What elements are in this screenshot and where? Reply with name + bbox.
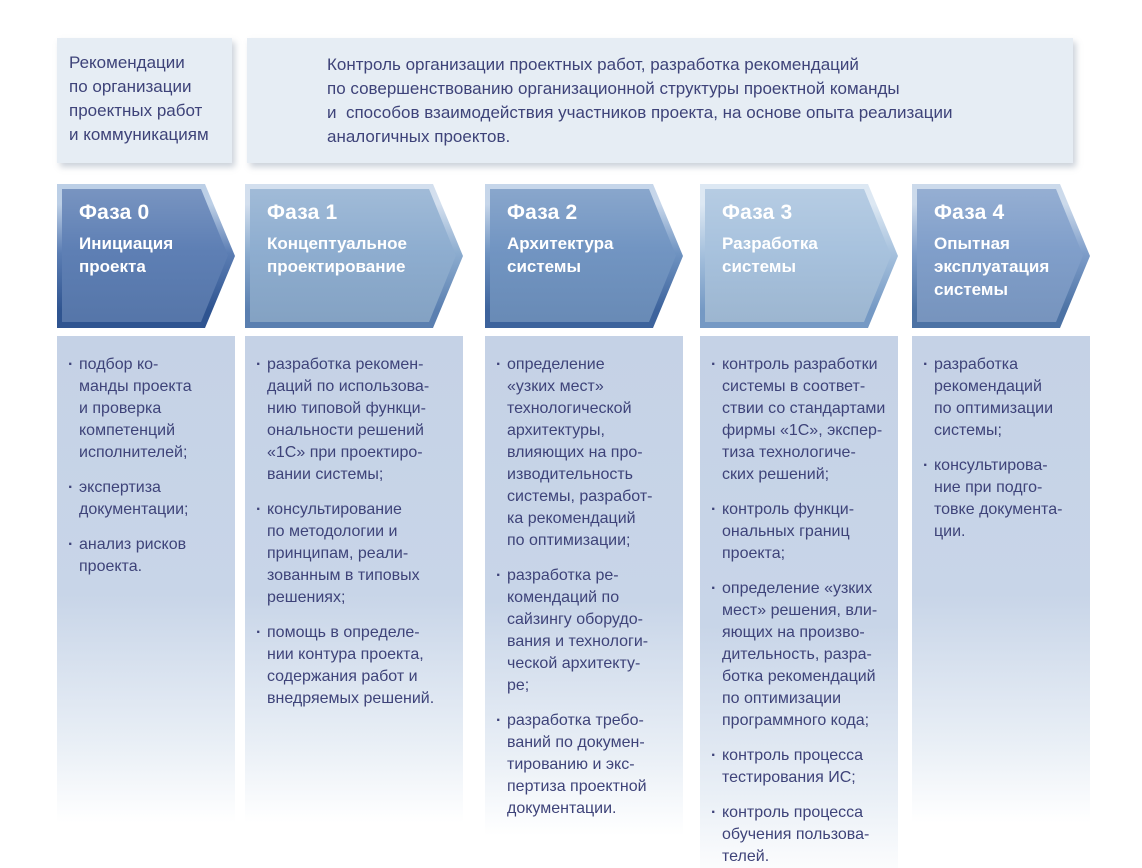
phase-2-arrow: Фаза 2 Архитектура системы [485, 184, 683, 328]
phase-4-arrow: Фаза 4 Опытная эксплуатация системы [912, 184, 1090, 328]
bullet-text: разработка ре- комендаций по сайзингу об… [507, 567, 649, 694]
phase-2-column: Фаза 2 Архитектура системы · определение… [485, 184, 683, 868]
bullet-dot: · [68, 479, 74, 496]
phase-1-column: Фаза 1 Концептуальное проектирование · р… [245, 184, 463, 868]
bullet-dot: · [496, 356, 502, 373]
bullet-text: подбор ко- манды проекта и проверка комп… [79, 356, 192, 461]
phase-2-arrow-face: Фаза 2 Архитектура системы [490, 189, 676, 322]
phase-1-arrow-face: Фаза 1 Концептуальное проектирование [250, 189, 456, 322]
bullet-item: · определение «узких мест» решения, вли-… [710, 578, 892, 732]
bullet-dot: · [711, 580, 717, 597]
bullet-dot: · [68, 536, 74, 553]
phase-4-name: Опытная эксплуатация системы [934, 234, 1050, 299]
bullet-dot: · [711, 804, 717, 821]
bullet-text: определение «узких мест» решения, вли- я… [722, 580, 878, 729]
bullet-dot: · [256, 501, 262, 518]
bullet-item: · анализ рисков проекта. [67, 534, 229, 578]
bullet-text: контроль разработки системы в соответ- с… [722, 356, 886, 483]
phase-4-column: Фаза 4 Опытная эксплуатация системы · ра… [912, 184, 1090, 868]
bullet-item: · экспертиза документации; [67, 477, 229, 521]
bullet-text: консультирование по методологии и принци… [267, 501, 420, 606]
phase-0-column: Фаза 0 Инициация проекта · подбор ко- ма… [57, 184, 235, 868]
bullet-dot: · [496, 567, 502, 584]
phase-2-name: Архитектура системы [507, 234, 614, 276]
phase-3-name: Разработка системы [722, 234, 818, 276]
bullet-text: контроль процесса тестирования ИС; [722, 747, 864, 786]
bullet-item: · контроль функци- ональных границ проек… [710, 499, 892, 565]
bullet-text: контроль процесса обучения пользова- тел… [722, 804, 870, 865]
bullet-dot: · [256, 624, 262, 641]
bullet-dot: · [256, 356, 262, 373]
bullet-item: · разработка рекомендаций по оптимизации… [922, 354, 1084, 442]
bullet-text: помощь в определе- нии контура проекта, … [267, 624, 435, 707]
bullet-dot: · [68, 356, 74, 373]
bullet-text: разработка требо- ваний по докумен- тиро… [507, 712, 647, 817]
bullet-dot: · [711, 501, 717, 518]
bullet-item: · подбор ко- манды проекта и проверка ко… [67, 354, 229, 464]
bullet-dot: · [496, 712, 502, 729]
bullet-item: · разработка рекомен- даций по использов… [255, 354, 457, 486]
phase-4-arrow-face: Фаза 4 Опытная эксплуатация системы [917, 189, 1083, 322]
bullet-item: · контроль процесса обучения пользова- т… [710, 802, 892, 868]
bullet-item: · помощь в определе- нии контура проекта… [255, 622, 457, 710]
phase-3-title: Фаза 3 [722, 201, 793, 224]
phase-4-panel: · разработка рекомендаций по оптимизации… [912, 336, 1090, 833]
bullet-dot: · [711, 747, 717, 764]
phase-1-arrow: Фаза 1 Концептуальное проектирование [245, 184, 463, 328]
phase-0-arrow: Фаза 0 Инициация проекта [57, 184, 235, 328]
recommendations-box: Рекомендации по организации проектных ра… [57, 38, 232, 163]
phase-3-column: Фаза 3 Разработка системы · контроль раз… [700, 184, 898, 868]
bullet-dot: · [711, 356, 717, 373]
bullet-item: · консультирование по методологии и прин… [255, 499, 457, 609]
bullet-text: контроль функци- ональных границ проекта… [722, 501, 855, 562]
phase-1-name: Концептуальное проектирование [267, 234, 407, 276]
bullet-dot: · [923, 356, 929, 373]
phase-0-title: Фаза 0 [79, 201, 150, 224]
control-description-box: Контроль организации проектных работ, ра… [247, 38, 1073, 163]
bullet-item: · консультирова- ние при подго- товке до… [922, 455, 1084, 543]
phase-1-title: Фаза 1 [267, 201, 338, 224]
bullet-dot: · [923, 457, 929, 474]
bullet-item: · контроль разработки системы в соответ-… [710, 354, 892, 486]
phase-2-title: Фаза 2 [507, 201, 578, 224]
bullet-item: · контроль процесса тестирования ИС; [710, 745, 892, 789]
phase-0-panel: · подбор ко- манды проекта и проверка ко… [57, 336, 235, 833]
bullet-item: · разработка требо- ваний по докумен- ти… [495, 710, 677, 820]
phase-3-arrow: Фаза 3 Разработка системы [700, 184, 898, 328]
bullet-text: экспертиза документации; [79, 479, 189, 518]
bullet-item: · разработка ре- комендаций по сайзингу … [495, 565, 677, 697]
phase-3-arrow-face: Фаза 3 Разработка системы [705, 189, 891, 322]
phase-4-title: Фаза 4 [934, 201, 1005, 224]
bullet-text: анализ рисков проекта. [79, 536, 187, 575]
phase-1-panel: · разработка рекомен- даций по использов… [245, 336, 463, 833]
phase-row: Фаза 0 Инициация проекта · подбор ко- ма… [57, 184, 1142, 868]
bullet-item: · определение «узких мест» технологическ… [495, 354, 677, 552]
top-row: Рекомендации по организации проектных ра… [57, 38, 1142, 163]
bullet-text: консультирова- ние при подго- товке доку… [934, 457, 1063, 540]
phase-3-panel: · контроль разработки системы в соответ-… [700, 336, 898, 868]
phase-2-panel: · определение «узких мест» технологическ… [485, 336, 683, 846]
phase-0-name: Инициация проекта [79, 234, 174, 276]
phase-0-arrow-face: Фаза 0 Инициация проекта [62, 189, 228, 322]
bullet-text: определение «узких мест» технологической… [507, 356, 653, 549]
bullet-text: разработка рекомендаций по оптимизации с… [934, 356, 1054, 439]
bullet-text: разработка рекомен- даций по использова-… [267, 356, 430, 483]
